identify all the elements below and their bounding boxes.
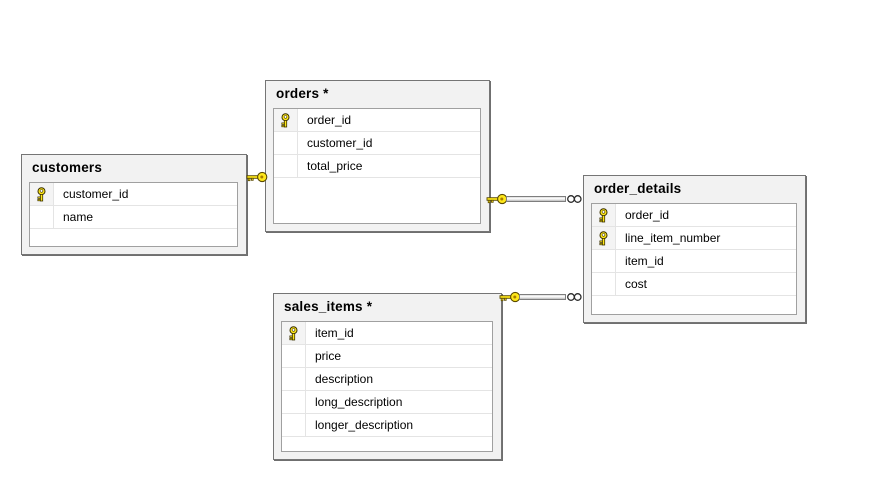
column-name: price (315, 349, 342, 363)
column-name: description (315, 372, 374, 386)
table-grid: customer_id name (29, 182, 238, 247)
table-row[interactable]: line_item_number (592, 227, 796, 250)
relationship-line[interactable] (519, 294, 566, 300)
key-one-end-icon (486, 193, 508, 205)
table-row[interactable]: customer_id (274, 132, 480, 155)
column-name: longer_description (315, 418, 414, 432)
infinity-many-end-icon (567, 195, 582, 203)
table-row[interactable]: order_id (592, 204, 796, 227)
icon-cell-empty (282, 345, 306, 367)
column-name: customer_id (63, 187, 129, 201)
table-order-details[interactable]: order_details order_id line_item_number … (583, 175, 806, 323)
table-title-customers[interactable]: customers (32, 160, 103, 175)
primary-key-icon (30, 183, 54, 205)
column-name: line_item_number (625, 231, 721, 245)
table-row[interactable]: longer_description (282, 414, 492, 437)
column-name: total_price (307, 159, 363, 173)
table-row[interactable]: order_id (274, 109, 480, 132)
relationship-customers-orders[interactable] (246, 170, 268, 184)
column-name: order_id (625, 208, 670, 222)
primary-key-icon (274, 109, 298, 131)
table-row[interactable]: long_description (282, 391, 492, 414)
column-name: order_id (307, 113, 352, 127)
column-name: item_id (315, 326, 354, 340)
icon-cell-empty (274, 155, 298, 177)
relationship-line[interactable] (506, 196, 566, 202)
table-grid: order_id customer_id total_price (273, 108, 481, 224)
column-name: item_id (625, 254, 664, 268)
icon-cell-empty (274, 132, 298, 154)
icon-cell-empty (282, 368, 306, 390)
table-row[interactable]: price (282, 345, 492, 368)
table-orders[interactable]: orders * order_id customer_id total_pric… (265, 80, 490, 232)
table-row[interactable]: description (282, 368, 492, 391)
key-one-end-icon (499, 291, 521, 303)
primary-key-icon (282, 322, 306, 344)
column-name: long_description (315, 395, 403, 409)
table-grid: item_id price description long_descripti… (281, 321, 493, 452)
table-row[interactable]: name (30, 206, 237, 229)
column-name: name (63, 210, 94, 224)
column-name: cost (625, 277, 648, 291)
table-row[interactable]: cost (592, 273, 796, 296)
icon-cell-empty (282, 391, 306, 413)
table-title-sales-items[interactable]: sales_items * (284, 299, 373, 314)
table-customers[interactable]: customers customer_id name (21, 154, 247, 255)
relationship-orders-order-details[interactable] (486, 192, 583, 206)
icon-cell-empty (592, 250, 616, 272)
table-row[interactable]: total_price (274, 155, 480, 178)
table-title-order-details[interactable]: order_details (594, 181, 682, 196)
key-one-end-icon (246, 171, 268, 183)
icon-cell-empty (30, 206, 54, 228)
relationship-sales-items-order-details[interactable] (499, 290, 583, 304)
table-row[interactable]: item_id (592, 250, 796, 273)
primary-key-icon (592, 204, 616, 226)
table-row[interactable]: customer_id (30, 183, 237, 206)
icon-cell-empty (592, 273, 616, 295)
primary-key-icon (592, 227, 616, 249)
table-sales-items[interactable]: sales_items * item_id price description … (273, 293, 502, 460)
column-name: customer_id (307, 136, 373, 150)
table-title-orders[interactable]: orders * (276, 86, 329, 101)
table-row[interactable]: item_id (282, 322, 492, 345)
table-grid: order_id line_item_number item_id cost (591, 203, 797, 315)
icon-cell-empty (282, 414, 306, 436)
infinity-many-end-icon (567, 293, 582, 301)
